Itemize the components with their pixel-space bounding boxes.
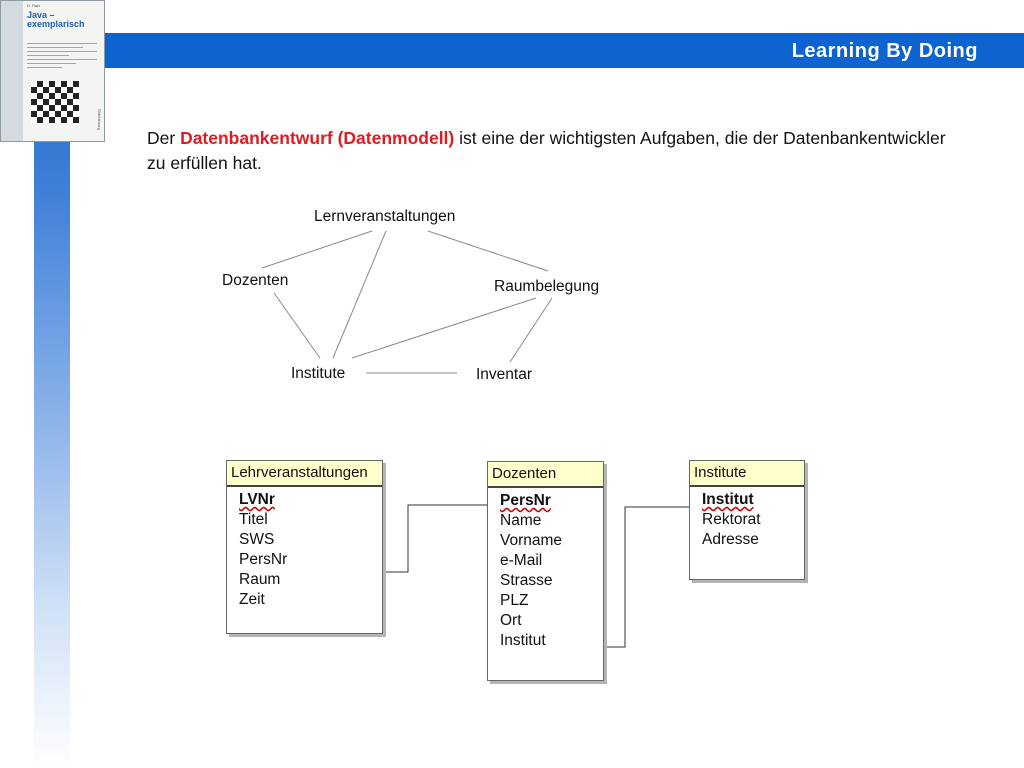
field-item: Zeit — [239, 591, 265, 608]
edge-dozenten-institute — [273, 292, 321, 359]
node-raumbelegung: Raumbelegung — [494, 278, 599, 295]
table-lehrveranstaltungen: Lehrveranstaltungen LVNr Titel SWS PersN… — [226, 460, 383, 634]
table-fields-lehrveranstaltungen: LVNr Titel SWS PersNr Raum Zeit — [227, 487, 382, 610]
book-cover-thumbnail: D. Ratz Java – exemplarisch Oldenbourg — [0, 0, 105, 142]
cover-title: Java – exemplarisch — [27, 11, 85, 29]
cover-publisher: Oldenbourg — [97, 109, 102, 130]
field-item: Ort — [500, 612, 522, 629]
intro-paragraph: Der Datenbankentwurf (Datenmodell) ist e… — [147, 126, 957, 176]
edge-lernveranstaltungen-dozenten — [261, 230, 373, 269]
table-dozenten: Dozenten PersNr Name Vorname e-Mail Stra… — [487, 461, 604, 681]
primary-key-field: Institut — [702, 491, 754, 508]
field-item: Vorname — [500, 532, 563, 549]
field-item: Adresse — [702, 531, 759, 548]
table-fields-institute: Institut Rektorat Adresse — [690, 487, 804, 550]
edge-lernveranstaltungen-institute — [332, 230, 387, 359]
cover-author: D. Ratz — [27, 3, 41, 8]
cover-chessboard-image — [31, 81, 79, 123]
cover-text-lines — [27, 43, 97, 71]
field-item: Strasse — [500, 572, 553, 589]
node-dozenten: Dozenten — [222, 272, 288, 289]
field-item: Titel — [239, 511, 268, 528]
field-item: Name — [500, 512, 542, 529]
intro-text-after: ist eine der wichtigsten Aufgaben, die d… — [147, 128, 946, 173]
header-bar — [0, 33, 1024, 68]
edge-institute-raumbelegung — [351, 297, 537, 359]
field-item: e-Mail — [500, 552, 543, 569]
intro-highlight: Datenbankentwurf (Datenmodell) — [180, 128, 455, 148]
edge-lernveranstaltungen-raumbelegung — [427, 230, 549, 272]
intro-text-before: Der — [147, 128, 181, 148]
table-header-institute: Institute — [690, 461, 804, 487]
node-lernveranstaltungen: Lernveranstaltungen — [314, 208, 455, 225]
field-item: Raum — [239, 571, 281, 588]
table-institute: Institute Institut Rektorat Adresse — [689, 460, 805, 580]
table-fields-dozenten: PersNr Name Vorname e-Mail Strasse PLZ O… — [488, 488, 603, 651]
primary-key-field: LVNr — [239, 491, 275, 508]
cover-spine — [1, 1, 23, 141]
node-inventar: Inventar — [476, 366, 532, 383]
table-header-lehrveranstaltungen: Lehrveranstaltungen — [227, 461, 382, 487]
table-header-dozenten: Dozenten — [488, 462, 603, 488]
node-institute: Institute — [291, 365, 345, 382]
field-item: Rektorat — [702, 511, 761, 528]
field-item: SWS — [239, 531, 275, 548]
cover-title-line2: exemplarisch — [27, 19, 85, 29]
field-item: PersNr — [239, 551, 288, 568]
field-item: Institut — [500, 632, 546, 649]
edge-raumbelegung-inventar — [509, 297, 553, 363]
field-item: PLZ — [500, 592, 529, 609]
cover-title-line1: Java – — [27, 10, 55, 20]
primary-key-field: PersNr — [500, 492, 551, 509]
header-title: Learning By Doing — [791, 40, 978, 62]
